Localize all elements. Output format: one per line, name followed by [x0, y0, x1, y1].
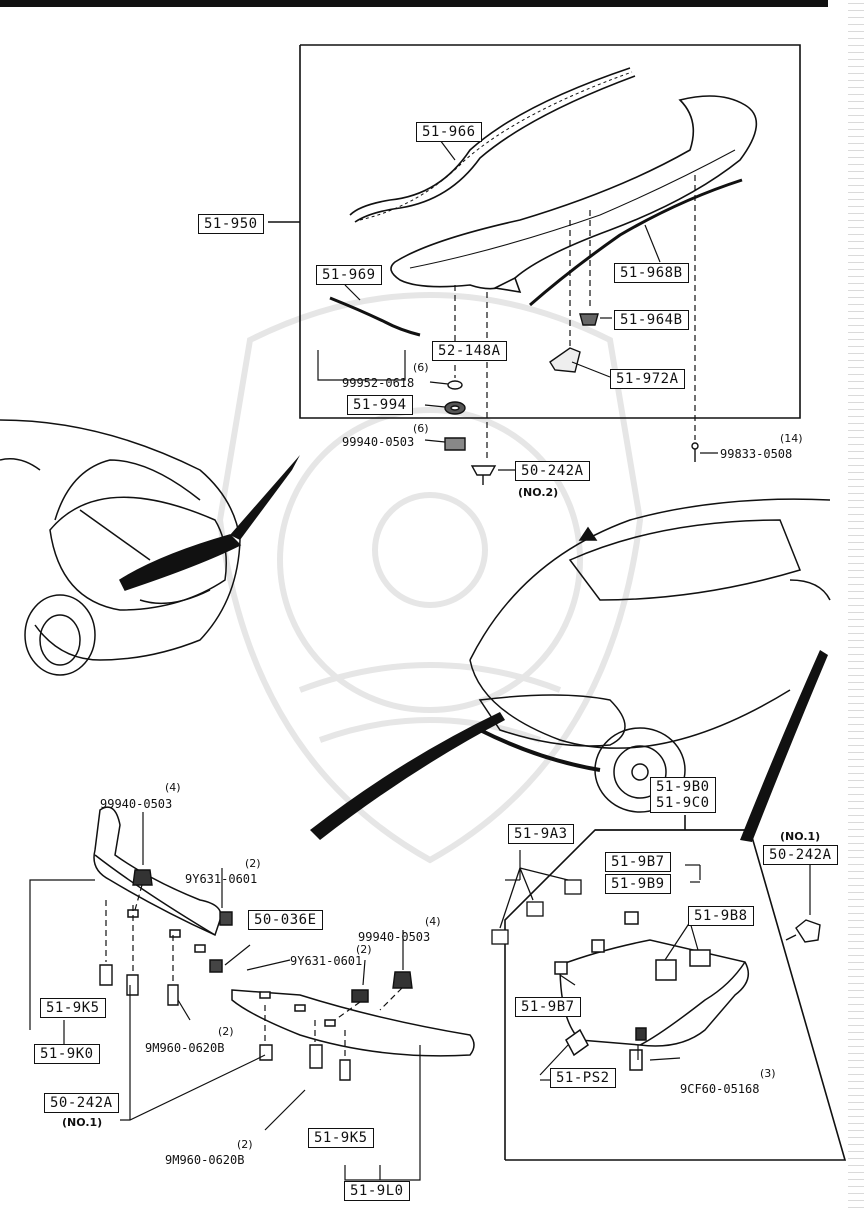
- lip-fastener-icons: [99, 869, 413, 1081]
- spoiler-fastener-icons: [444, 313, 699, 485]
- tape-pieces: [491, 867, 582, 945]
- label-tape-a: 51-9A3: [508, 824, 574, 844]
- qty-clip-9y631-left: (2): [245, 857, 261, 870]
- spoiler-frame: [268, 44, 801, 419]
- label-tape-b9: 51-9B9: [605, 874, 671, 894]
- label-nut-a: 50-036E: [248, 910, 323, 930]
- qty-bolt-99833: (14): [780, 432, 803, 445]
- note-clip-top: (NO.2): [518, 486, 559, 499]
- label-lip-right: 51-9L0: [344, 1181, 410, 1201]
- label-left-molding: 51-969: [316, 265, 382, 285]
- qty-seal-9952: (6): [413, 361, 429, 374]
- label-clip-right: 51-964B: [614, 310, 689, 330]
- undercover-leaders: [505, 850, 811, 1081]
- group-code-2: 51-9C0: [656, 795, 710, 811]
- label-right-molding: 51-968B: [614, 263, 689, 283]
- part-nut-99940-top: 99940-0503: [342, 435, 415, 449]
- qty-screw-9cf60: (3): [760, 1067, 776, 1080]
- lip-leaders: [29, 812, 421, 1181]
- front-car-illustration: [469, 498, 831, 813]
- lip-leader-dashes: [105, 884, 403, 1058]
- part-seal-9952: 99952-0618: [342, 376, 415, 390]
- label-spoiler-seal: 51-966: [416, 122, 482, 142]
- right-clip-icon: [785, 919, 821, 943]
- label-spoiler-assy: 51-950: [198, 214, 264, 234]
- label-tape-b7-top: 51-9B7: [605, 852, 671, 872]
- label-washer: 51-994: [347, 395, 413, 415]
- label-clip-bottom: 50-242A: [44, 1093, 119, 1113]
- label-fastener-group: 52-148A: [432, 341, 507, 361]
- front-lip-right: [231, 989, 475, 1057]
- part-nut-99940-right: 99940-0503: [358, 930, 431, 944]
- label-tape-b8: 51-9B8: [688, 906, 754, 926]
- spoiler-seal: [349, 67, 636, 223]
- label-bracket: 51-972A: [610, 369, 685, 389]
- top-border-rule: [0, 0, 828, 7]
- label-tape-b7-bottom: 51-9B7: [515, 997, 581, 1017]
- scan-edge-noise: [848, 0, 864, 1213]
- label-clip-top: 50-242A: [515, 461, 590, 481]
- part-bolt-9m960-left: 9M960-0620B: [145, 1041, 225, 1055]
- front-lip-left: [93, 806, 223, 973]
- note-clip-bottom: (NO.1): [62, 1116, 103, 1129]
- qty-nut-99940-left: (4): [165, 781, 181, 794]
- label-group-code: 51-9B0 51-9C0: [650, 777, 716, 813]
- label-lip-left: 51-9K0: [34, 1044, 100, 1064]
- qty-nut-99940-right: (4): [425, 915, 441, 928]
- label-fastener-ps2: 51-PS2: [550, 1068, 616, 1088]
- undercover-panel: [554, 911, 750, 1071]
- part-nut-99940-left: 99940-0503: [100, 797, 173, 811]
- group-code-1: 51-9B0: [656, 779, 710, 795]
- part-clip-9y631-left: 9Y631-0601: [185, 872, 258, 886]
- label-lip-right-seal: 51-9K5: [308, 1128, 374, 1148]
- rear-spoiler: [390, 95, 758, 294]
- part-clip-9y631-right: 9Y631-0601: [290, 954, 363, 968]
- qty-bolt-9m960-left: (2): [218, 1025, 234, 1038]
- label-lip-left-seal: 51-9K5: [40, 998, 106, 1018]
- left-molding: [329, 296, 421, 337]
- callout-strokes: [230, 455, 828, 842]
- rear-car-illustration: [0, 419, 242, 676]
- label-clip-right-lower: 50-242A: [763, 845, 838, 865]
- spoiler-leader-dashes: [454, 175, 696, 462]
- part-bolt-9m960-right: 9M960-0620B: [165, 1153, 245, 1167]
- samurai-watermark: [216, 292, 644, 864]
- qty-clip-9y631-right: (2): [356, 943, 372, 956]
- right-molding: [529, 178, 743, 307]
- qty-nut-99940-top: (6): [413, 422, 429, 435]
- part-bolt-99833: 99833-0508: [720, 447, 793, 461]
- qty-bolt-9m960-right: (2): [237, 1138, 253, 1151]
- part-screw-9cf60: 9CF60-05168: [680, 1082, 760, 1096]
- spoiler-leaders: [317, 139, 718, 471]
- note-clip-right-lower: (NO.1): [780, 830, 821, 843]
